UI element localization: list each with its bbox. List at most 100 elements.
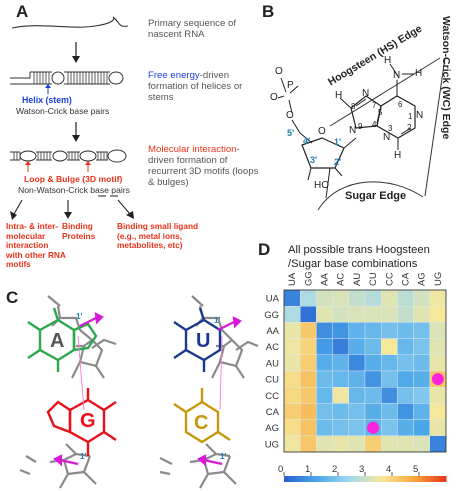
label-n9: 9 bbox=[358, 122, 363, 131]
atom-h6b: H bbox=[415, 68, 423, 79]
heatmap-cell bbox=[316, 370, 333, 388]
one-prime-u: 1' bbox=[214, 316, 221, 325]
heatmap-cell bbox=[300, 419, 317, 437]
base-c-letter: C bbox=[194, 412, 209, 434]
colorbar-segment bbox=[441, 476, 447, 482]
label-c8: 8 bbox=[351, 102, 356, 111]
heatmap-cell bbox=[364, 435, 382, 453]
heatmap-title-line2: /Sugar base combinations bbox=[288, 258, 418, 270]
colorbar-segment bbox=[437, 476, 443, 482]
heatmap-cell bbox=[413, 306, 431, 323]
highlight-marker bbox=[431, 373, 444, 386]
interaction-uc bbox=[219, 335, 223, 411]
outcome-binding-ligand: Binding small ligand (e.g., metal ions, … bbox=[117, 221, 199, 251]
base-g-letter: G bbox=[80, 410, 96, 432]
heatmap-cell bbox=[332, 338, 350, 356]
heatmap-cell bbox=[283, 354, 301, 372]
heatmap-cell bbox=[413, 289, 431, 307]
colorbar-segment bbox=[373, 476, 378, 482]
heatmap-cell bbox=[332, 419, 350, 437]
colorbar-segment bbox=[316, 476, 321, 482]
panel-d-label: D bbox=[258, 240, 271, 259]
heatmap-cell bbox=[348, 387, 366, 404]
heatmap-cell bbox=[332, 306, 350, 323]
colorbar-segment bbox=[393, 476, 398, 482]
heatmap-cell bbox=[364, 338, 382, 356]
atom-5prime: 5' bbox=[287, 128, 295, 138]
heatmap-cell bbox=[348, 322, 366, 339]
hs-edge-line bbox=[329, 57, 441, 127]
atom-n1: N bbox=[416, 110, 424, 121]
atom-n7: N bbox=[362, 88, 370, 99]
row-label: AC bbox=[266, 342, 279, 353]
colorbar-segment bbox=[369, 476, 374, 482]
colorbar-tick-label: 5 bbox=[413, 464, 418, 475]
colorbar-segment bbox=[365, 476, 370, 482]
heatmap-cell bbox=[316, 322, 333, 339]
heatmap-cell bbox=[381, 289, 398, 307]
heatmap-cell bbox=[316, 338, 333, 356]
column-label: AU bbox=[352, 273, 363, 286]
step3-text: Molecular interaction-driven formation o… bbox=[148, 144, 264, 188]
label-n1: 1 bbox=[408, 112, 413, 121]
heatmap-cell bbox=[316, 354, 333, 372]
heatmap-cell bbox=[348, 435, 366, 453]
atom-h8: H bbox=[335, 90, 343, 101]
base-a-ring bbox=[27, 307, 98, 372]
base-c-ring bbox=[173, 388, 231, 444]
step3-highlight: Molecular interaction bbox=[148, 144, 237, 155]
colorbar-segment bbox=[429, 476, 435, 482]
heatmap-cell bbox=[300, 435, 317, 453]
heatmap-cell bbox=[300, 387, 317, 404]
colorbar-tick-label: 2 bbox=[332, 464, 337, 475]
panel-c-label: C bbox=[6, 288, 19, 307]
heatmap-cell bbox=[332, 322, 350, 339]
heatmap-cell bbox=[316, 403, 333, 420]
heatmap-cell bbox=[332, 435, 350, 453]
column-label: UG bbox=[433, 272, 444, 286]
heatmap-title-line1: All possible trans Hoogsteen bbox=[288, 244, 430, 256]
row-label: CU bbox=[265, 375, 279, 386]
colorbar-segment bbox=[324, 476, 330, 482]
heatmap-cell bbox=[381, 419, 398, 437]
heatmap-cell bbox=[316, 387, 333, 404]
row-label: AU bbox=[266, 358, 279, 369]
colorbar-segment bbox=[413, 476, 419, 482]
heatmap-cell bbox=[397, 322, 414, 339]
row-label: AG bbox=[265, 423, 279, 434]
atom-4prime: 4' bbox=[303, 136, 311, 146]
heatmap-cell bbox=[283, 370, 301, 388]
heatmap-cell bbox=[316, 419, 333, 437]
heatmap-cell bbox=[413, 403, 431, 420]
step2-highlight: Free energy bbox=[148, 70, 200, 81]
colorbar-segment bbox=[377, 476, 382, 482]
outcome-binding-proteins: Binding Proteins bbox=[62, 221, 96, 241]
heatmap-cell bbox=[283, 306, 301, 323]
helix-sublabel: Watson-Crick base pairs bbox=[16, 106, 110, 116]
row-label: UA bbox=[266, 294, 280, 305]
heatmap-cell bbox=[332, 370, 350, 388]
heatmap-cell bbox=[381, 306, 398, 323]
heatmap-cell bbox=[429, 435, 447, 453]
atom-o-left: O bbox=[270, 92, 278, 103]
colorbar-segment bbox=[336, 476, 342, 482]
heatmap-cell bbox=[397, 435, 414, 453]
atom-h2: H bbox=[394, 150, 402, 161]
heatmap-cell bbox=[397, 289, 414, 307]
colorbar-segment bbox=[421, 476, 427, 482]
colorbar-segment bbox=[312, 476, 317, 482]
step1-text: Primary sequence of nascent RNA bbox=[148, 18, 236, 40]
panel-b-label: B bbox=[262, 2, 275, 21]
base-a-letter: A bbox=[50, 330, 65, 352]
colorbar-segment bbox=[348, 476, 354, 482]
colorbar-segment bbox=[360, 476, 366, 482]
row-label: UG bbox=[265, 439, 279, 450]
colorbar-segment bbox=[320, 476, 325, 482]
heatmap-cell bbox=[413, 370, 431, 388]
colorbar-segment bbox=[405, 476, 411, 482]
highlight-marker bbox=[367, 421, 380, 434]
heatmap-cell bbox=[300, 322, 317, 339]
heatmap-cell bbox=[381, 403, 398, 420]
